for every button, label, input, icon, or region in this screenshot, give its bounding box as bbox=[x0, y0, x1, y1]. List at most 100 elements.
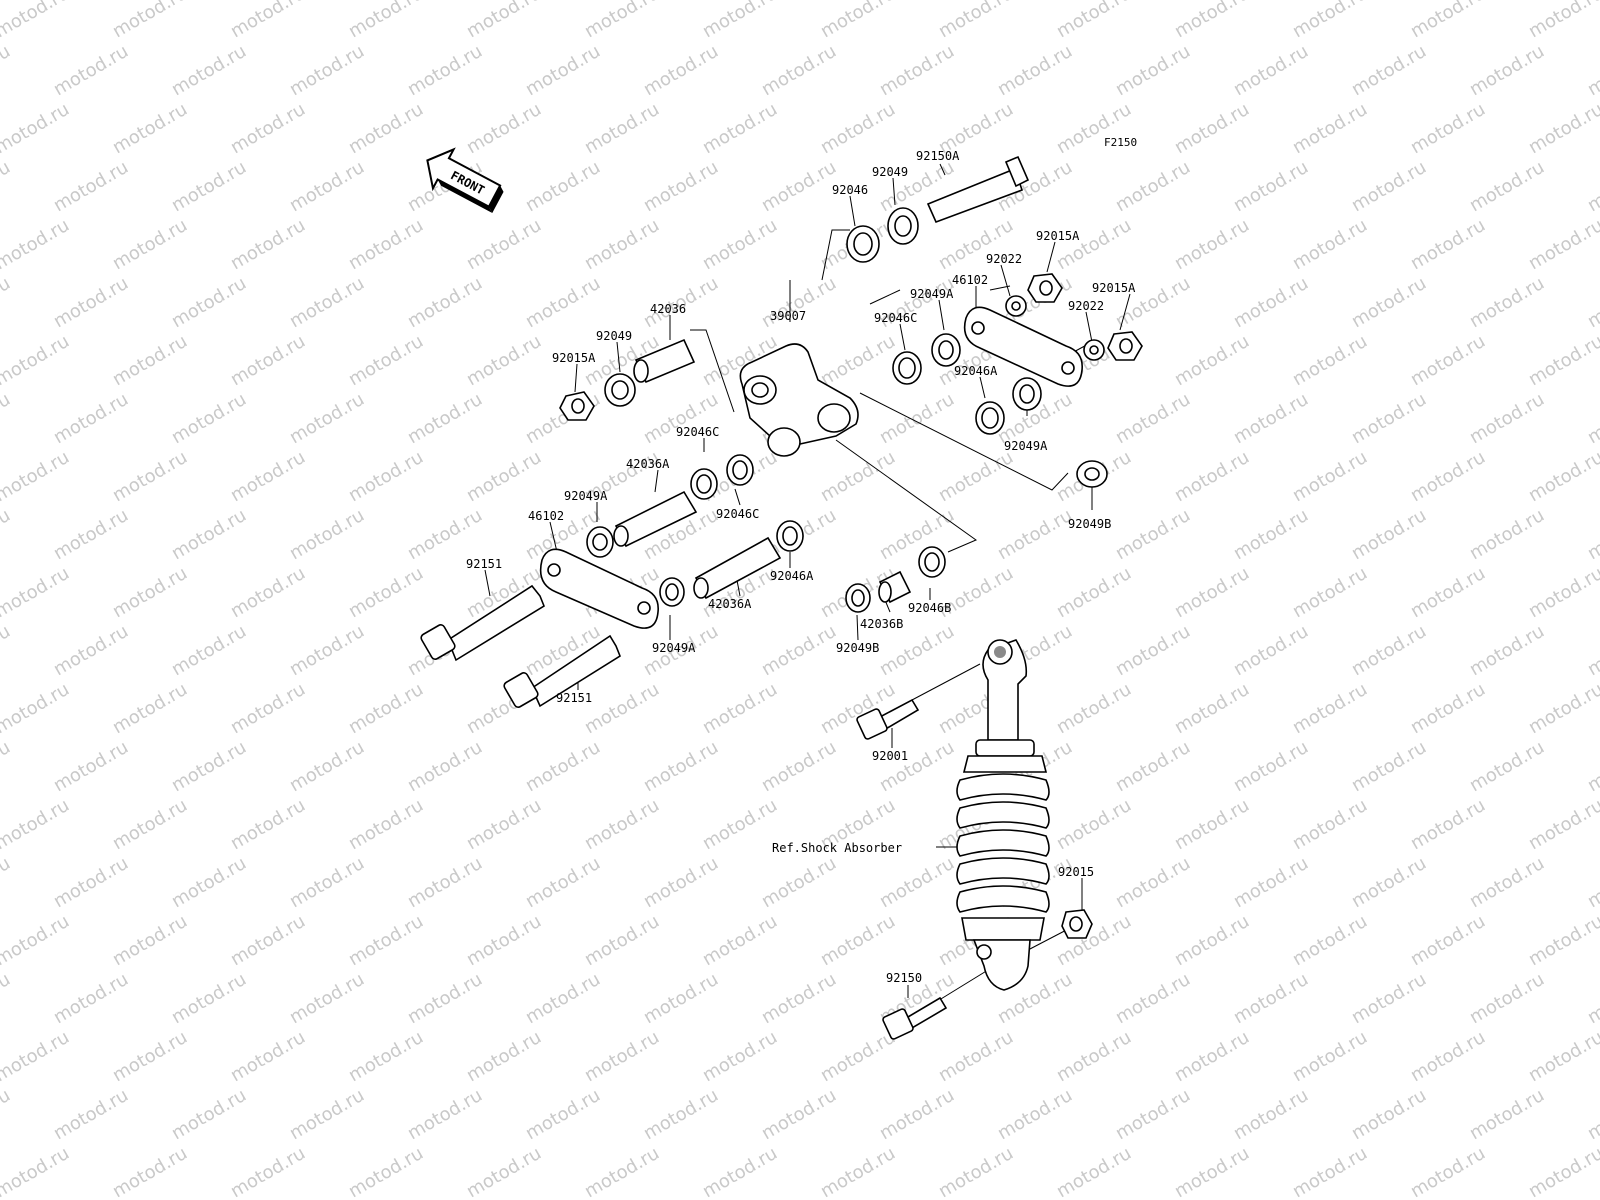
part-label-92001: 92001 bbox=[872, 749, 908, 763]
watermark-text: motod.ru bbox=[1466, 621, 1548, 680]
watermark-text: motod.ru bbox=[1584, 737, 1600, 796]
part-label-92049-top: 92049 bbox=[872, 165, 908, 179]
watermark-text: motod.ru bbox=[0, 215, 73, 274]
watermark-text: motod.ru bbox=[1289, 99, 1371, 158]
watermark-text: motod.ru bbox=[404, 41, 486, 100]
watermark-text: motod.ru bbox=[935, 0, 1017, 42]
watermark-text: motod.ru bbox=[109, 447, 191, 506]
watermark-text: motod.ru bbox=[227, 331, 309, 390]
watermark-text: motod.ru bbox=[1407, 215, 1489, 274]
watermark-text: motod.ru bbox=[463, 0, 545, 42]
watermark-text: motod.ru bbox=[1171, 99, 1253, 158]
watermark-text: motod.ru bbox=[699, 1027, 781, 1086]
watermark-text: motod.ru bbox=[1053, 679, 1135, 738]
watermark-text: motod.ru bbox=[286, 853, 368, 912]
watermark-text: motod.ru bbox=[463, 99, 545, 158]
watermark-text: motod.ru bbox=[522, 273, 604, 332]
watermark-text: motod.ru bbox=[1584, 621, 1600, 680]
watermark-text: motod.ru bbox=[522, 41, 604, 100]
watermark-text: motod.ru bbox=[1348, 273, 1430, 332]
watermark-text: motod.ru bbox=[994, 1085, 1076, 1144]
watermark-text: motod.ru bbox=[817, 911, 899, 970]
bearing-92046C-right bbox=[892, 351, 922, 385]
watermark-text: motod.ru bbox=[1466, 1085, 1548, 1144]
watermark-text: motod.ru bbox=[286, 157, 368, 216]
watermark-text: motod.ru bbox=[404, 969, 486, 1028]
part-label-42036A-1: 42036A bbox=[626, 457, 670, 471]
watermark-text: motod.ru bbox=[1466, 273, 1548, 332]
watermark-text: motod.ru bbox=[1407, 0, 1489, 42]
watermark-text: motod.ru bbox=[876, 853, 958, 912]
watermark-text: motod.ru bbox=[1171, 331, 1253, 390]
watermark-text: motod.ru bbox=[50, 157, 132, 216]
watermark-text: motod.ru bbox=[1525, 911, 1600, 970]
ref-shock-absorber-label: Ref.Shock Absorber bbox=[772, 841, 902, 855]
part-label-92022-r2: 92022 bbox=[1068, 299, 1104, 313]
watermark-text: motod.ru bbox=[994, 505, 1076, 564]
watermark-text: motod.ru bbox=[1348, 969, 1430, 1028]
watermark-text: motod.ru bbox=[1407, 563, 1489, 622]
part-label-92015A-r1: 92015A bbox=[1036, 229, 1080, 243]
seal-92049B-right bbox=[1076, 460, 1108, 488]
watermark-text: motod.ru bbox=[0, 99, 73, 158]
seal-92049B-bottom bbox=[845, 583, 871, 613]
watermark-text: motod.ru bbox=[404, 273, 486, 332]
watermark-text: motod.ru bbox=[168, 41, 250, 100]
watermark-text: motod.ru bbox=[168, 389, 250, 448]
watermark-text: motod.ru bbox=[1466, 157, 1548, 216]
watermark-text: motod.ru bbox=[50, 969, 132, 1028]
watermark-text: motod.ru bbox=[876, 737, 958, 796]
watermark-text: motod.ru bbox=[345, 331, 427, 390]
watermark-text: motod.ru bbox=[1230, 157, 1312, 216]
watermark-text: motod.ru bbox=[1289, 0, 1371, 42]
watermark-text: motod.ru bbox=[463, 911, 545, 970]
watermark-text: motod.ru bbox=[1171, 215, 1253, 274]
watermark-text: motod.ru bbox=[1112, 969, 1194, 1028]
watermark-text: motod.ru bbox=[0, 911, 73, 970]
watermark-text: motod.ru bbox=[876, 505, 958, 564]
watermark-text: motod.ru bbox=[994, 41, 1076, 100]
watermark-text: motod.ru bbox=[1112, 853, 1194, 912]
watermark-text: motod.ru bbox=[404, 389, 486, 448]
part-label-92015A-left: 92015A bbox=[552, 351, 596, 365]
watermark-text: motod.ru bbox=[50, 1085, 132, 1144]
watermark-text: motod.ru bbox=[1230, 969, 1312, 1028]
watermark-text: motod.ru bbox=[1407, 795, 1489, 854]
watermark-text: motod.ru bbox=[1112, 41, 1194, 100]
watermark-text: motod.ru bbox=[0, 157, 14, 216]
front-arrow-icon: FRONT bbox=[426, 147, 504, 214]
watermark-text: motod.ru bbox=[286, 273, 368, 332]
watermark-text: motod.ru bbox=[1053, 0, 1135, 42]
watermark-text: motod.ru bbox=[227, 0, 309, 42]
watermark-text: motod.ru bbox=[1289, 563, 1371, 622]
watermark-text: motod.ru bbox=[758, 273, 840, 332]
washer-92022-r1 bbox=[1005, 295, 1027, 317]
watermark-text: motod.ru bbox=[1171, 1143, 1253, 1200]
seal-92049A-bottom bbox=[659, 577, 685, 607]
watermark-text: motod.ru bbox=[0, 737, 14, 796]
washer-92022-r2 bbox=[1083, 339, 1105, 361]
watermark-text: motod.ru bbox=[404, 505, 486, 564]
nut-92015A-r2 bbox=[1107, 331, 1143, 361]
watermark-text: motod.ru bbox=[1466, 505, 1548, 564]
watermark-text: motod.ru bbox=[1525, 1143, 1600, 1200]
watermark-text: motod.ru bbox=[286, 737, 368, 796]
part-label-92046A-mid: 92046A bbox=[770, 569, 814, 583]
watermark-text: motod.ru bbox=[640, 1085, 722, 1144]
part-label-92015: 92015 bbox=[1058, 865, 1094, 879]
bearing-92046C-mid2 bbox=[726, 454, 754, 486]
part-label-42036A-2: 42036A bbox=[708, 597, 752, 611]
watermark-text: motod.ru bbox=[1584, 389, 1600, 448]
watermark-text: motod.ru bbox=[640, 737, 722, 796]
watermark-text: motod.ru bbox=[817, 99, 899, 158]
watermark-text: motod.ru bbox=[699, 215, 781, 274]
bearing-92046C-mid1 bbox=[690, 468, 718, 500]
watermark-text: motod.ru bbox=[876, 41, 958, 100]
watermark-text: motod.ru bbox=[1525, 563, 1600, 622]
watermark-text: motod.ru bbox=[168, 1085, 250, 1144]
watermark-text: motod.ru bbox=[1348, 737, 1430, 796]
watermark-text: motod.ru bbox=[1525, 795, 1600, 854]
watermark-text: motod.ru bbox=[463, 447, 545, 506]
watermark-text: motod.ru bbox=[1466, 737, 1548, 796]
